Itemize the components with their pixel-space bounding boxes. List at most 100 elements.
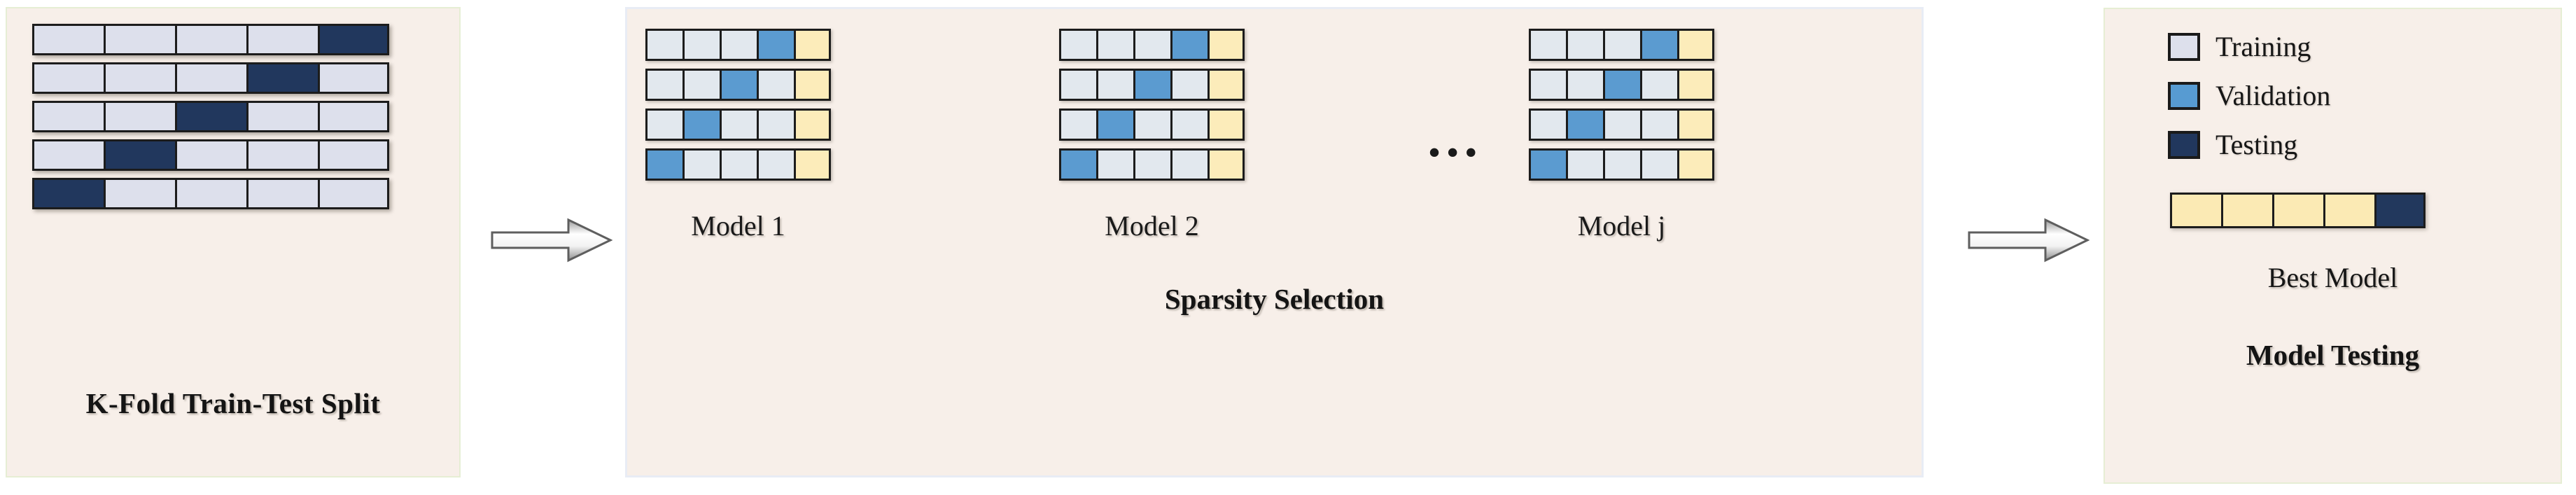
best-model-cell-test [2374,193,2426,228]
cell-train [720,148,757,181]
legend-label: Testing [2216,129,2298,160]
model-row [1529,29,1714,61]
cell-train [1566,148,1603,181]
cell-valid [1170,29,1208,61]
model-row [1059,69,1245,101]
model-testing-caption: Model Testing [2246,339,2420,371]
cell-train [175,178,246,209]
cell-train [318,101,389,132]
model-group-1: Model 1 [645,29,831,242]
model-2-rows [1059,29,1245,181]
cell-train [757,109,794,141]
cell-train [645,109,682,141]
cell-yellow [1677,109,1714,141]
cell-train [32,24,104,55]
cell-test [246,62,318,94]
kfold-panel: K-Fold Train-Test Split [6,7,461,477]
legend-item-training: Training [2168,30,2330,63]
cell-train [1529,29,1566,61]
best-model-cell-yellow [2323,193,2374,228]
cell-yellow [1677,69,1714,101]
cell-train [1603,148,1640,181]
cell-valid [682,109,720,141]
cell-train [1566,69,1603,101]
best-model-cell-yellow [2170,193,2221,228]
cell-train [1170,69,1208,101]
cell-train [1603,29,1640,61]
arrow-sparsity-to-testing-icon [1967,216,2090,265]
legend-label: Validation [2216,80,2331,111]
kfold-row [32,24,389,55]
best-model-cell-yellow [2272,193,2323,228]
cell-valid [1096,109,1133,141]
model-1-rows [645,29,831,181]
cell-yellow [794,29,831,61]
model-row [1529,69,1714,101]
cell-yellow [1208,69,1245,101]
cell-train [175,24,246,55]
legend-swatch-testing-icon [2168,130,2200,159]
cell-valid [645,148,682,181]
cell-train [1059,69,1096,101]
kfold-grid [32,24,389,216]
model-row [645,69,831,101]
cell-train [1096,148,1133,181]
cell-train [318,62,389,94]
legend-swatch-validation-icon [2168,81,2200,110]
cell-train [1640,148,1677,181]
cell-train [32,139,104,171]
cell-train [682,29,720,61]
cell-train [682,148,720,181]
cell-train [1529,109,1566,141]
cell-train [104,101,175,132]
cell-train [104,178,175,209]
cell-train [757,69,794,101]
cell-test [318,24,389,55]
cell-train [645,69,682,101]
cell-yellow [1677,29,1714,61]
model-group-j: Model j [1529,29,1714,242]
cell-yellow [1208,109,1245,141]
cell-train [246,101,318,132]
cell-train [1096,29,1133,61]
cell-train [1566,29,1603,61]
cell-train [1640,109,1677,141]
kfold-row [32,139,389,171]
cell-train [175,139,246,171]
kfold-caption: K-Fold Train-Test Split [85,387,381,419]
cell-valid [757,29,794,61]
cell-yellow [794,148,831,181]
cell-train [645,29,682,61]
cell-train [720,109,757,141]
best-model-label: Best Model [2267,262,2398,293]
cell-train [1133,148,1170,181]
cell-train [1529,69,1566,101]
cell-valid [1566,109,1603,141]
cell-train [1096,69,1133,101]
cell-train [1059,109,1096,141]
kfold-row [32,101,389,132]
cell-train [318,139,389,171]
cell-yellow [1677,148,1714,181]
legend-item-validation: Validation [2168,79,2330,112]
cell-train [682,69,720,101]
model-row [1059,109,1245,141]
cell-train [32,101,104,132]
cell-train [318,178,389,209]
cell-valid [1133,69,1170,101]
cell-valid [1603,69,1640,101]
best-model-bar [2170,193,2426,228]
cell-train [104,62,175,94]
model-2-label: Model 2 [1105,210,1199,242]
cell-train [1170,109,1208,141]
cell-train [1603,109,1640,141]
cell-test [32,178,104,209]
cell-yellow [1208,29,1245,61]
cell-train [1640,69,1677,101]
cell-train [1170,148,1208,181]
cell-test [175,101,246,132]
cell-valid [1640,29,1677,61]
cell-train [246,24,318,55]
best-model-cell-yellow [2221,193,2272,228]
